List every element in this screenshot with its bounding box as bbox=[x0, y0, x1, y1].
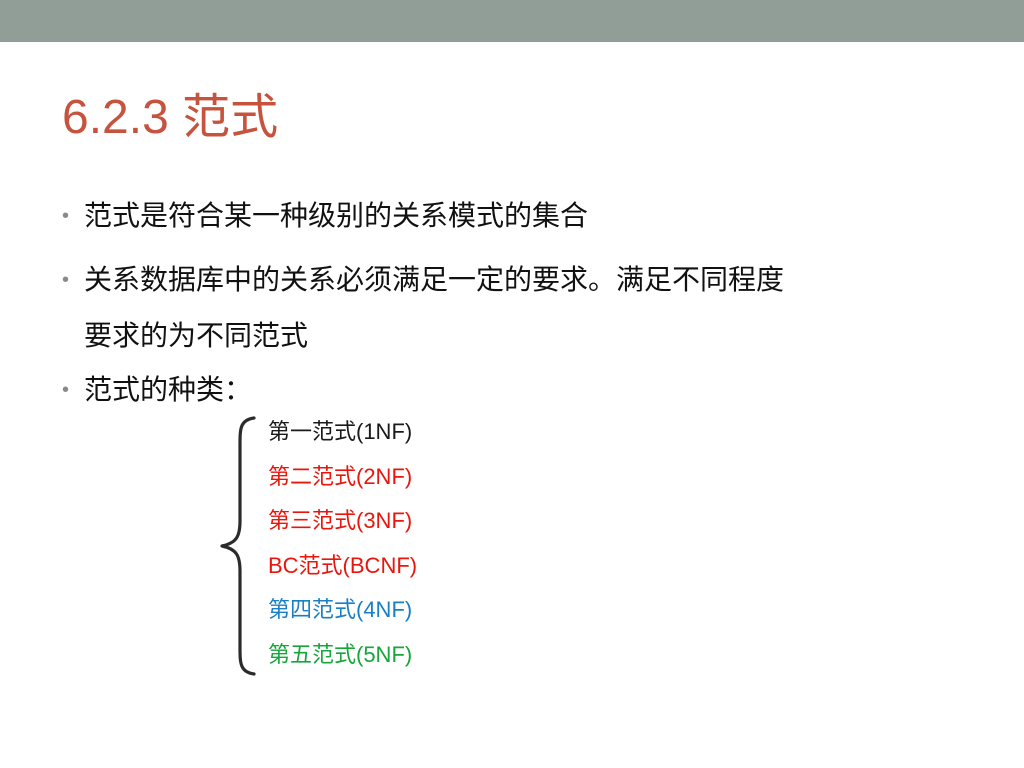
bullet-item: • 关系数据库中的关系必须满足一定的要求。满足不同程度 要求的为不同范式 bbox=[62, 252, 962, 364]
normal-form-2nf: 第二范式(2NF) bbox=[268, 463, 413, 489]
bullet-icon: • bbox=[62, 205, 70, 227]
normal-form-bcnf: BC范式(BCNF) bbox=[268, 552, 418, 578]
bullet-list: • 范式是符合某一种级别的关系模式的集合 • 关系数据库中的关系必须满足一定的要… bbox=[62, 190, 962, 416]
top-bar bbox=[0, 0, 1024, 42]
bullet-icon: • bbox=[62, 379, 70, 401]
normal-form-1nf: 第一范式(1NF) bbox=[268, 419, 413, 444]
bullet-item: • 范式的种类： bbox=[62, 364, 962, 416]
bullet-icon: • bbox=[62, 269, 70, 291]
bullet-text-line-1: 关系数据库中的关系必须满足一定的要求。满足不同程度 bbox=[84, 264, 785, 295]
bullet-text: 范式是符合某一种级别的关系模式的集合 bbox=[84, 200, 589, 231]
normal-forms-list: 第一范式(1NF) 第二范式(2NF) 第三范式(3NF) BC范式(BCNF)… bbox=[268, 410, 417, 677]
bullet-text: 范式的种类： bbox=[84, 374, 253, 405]
normal-form-5nf: 第五范式(5NF) bbox=[268, 641, 413, 667]
normal-form-3nf: 第三范式(3NF) bbox=[268, 508, 413, 533]
bullet-text-line-2: 要求的为不同范式 bbox=[84, 320, 309, 351]
normal-form-4nf: 第四范式(4NF) bbox=[268, 597, 413, 622]
bullet-item: • 范式是符合某一种级别的关系模式的集合 bbox=[62, 190, 962, 242]
slide-title: 6.2.3 范式 bbox=[62, 91, 279, 144]
curly-brace-icon bbox=[220, 416, 256, 676]
